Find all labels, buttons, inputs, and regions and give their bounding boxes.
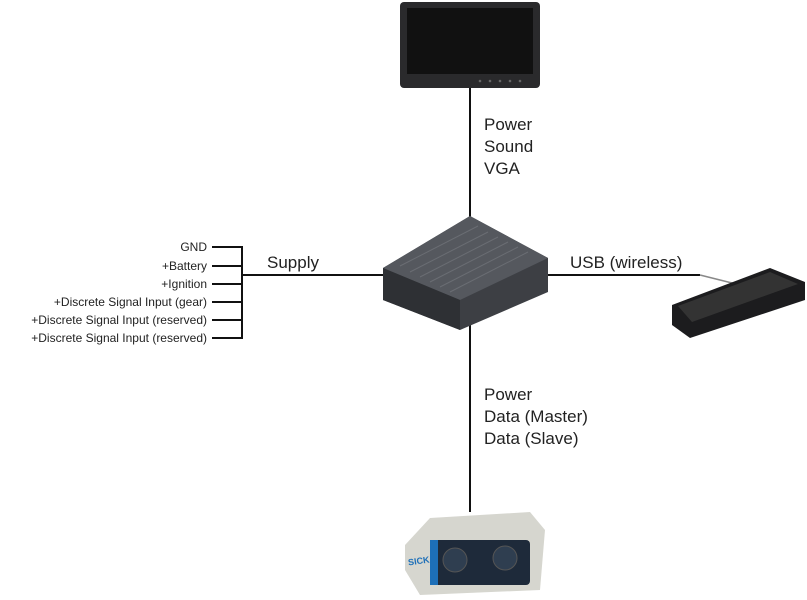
label-power: Power xyxy=(484,385,533,404)
signal-discrete-gear: +Discrete Signal Input (gear) xyxy=(53,295,207,309)
label-sound: Sound xyxy=(484,137,534,156)
signal-discrete-reserved-2: +Discrete Signal Input (reserved) xyxy=(31,331,207,345)
signal-gnd: GND xyxy=(180,240,207,254)
label-data-slave: Data (Slave) xyxy=(484,429,579,448)
supply-label: Supply xyxy=(267,253,319,272)
signal-discrete-reserved-1: +Discrete Signal Input (reserved) xyxy=(31,313,207,327)
sensor-image xyxy=(405,512,545,595)
monitor-connection-labels: Power Sound VGA xyxy=(484,114,533,180)
monitor-image xyxy=(400,2,540,88)
computer-box-image xyxy=(383,216,548,330)
label-power: Power xyxy=(484,115,533,134)
label-vga: VGA xyxy=(484,159,520,178)
sensor-connection-labels: Power Data (Master) Data (Slave) xyxy=(484,384,588,450)
signal-battery: +Battery xyxy=(161,259,207,273)
keyboard-image xyxy=(672,268,805,338)
usb-label: USB (wireless) xyxy=(570,253,683,272)
signal-ignition: +Ignition xyxy=(161,277,207,291)
label-data-master: Data (Master) xyxy=(484,407,588,426)
